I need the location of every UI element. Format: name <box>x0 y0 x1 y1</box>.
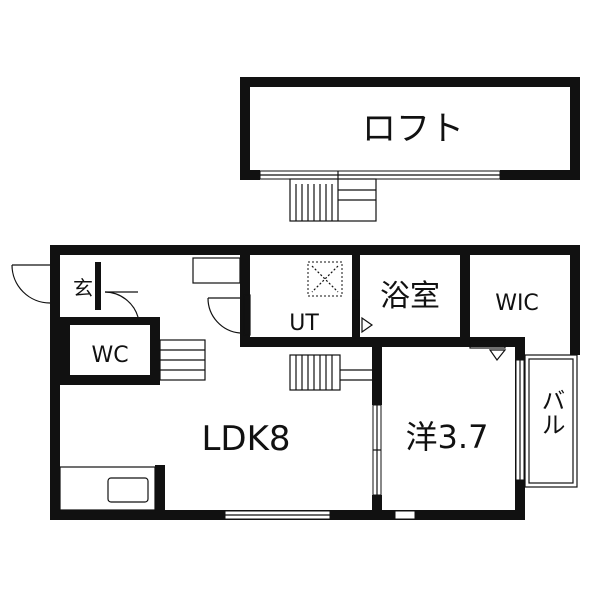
loft-room <box>240 77 580 222</box>
western-room-label: 洋3.7 <box>406 418 489 456</box>
sink-icon <box>107 477 149 503</box>
wic-label: WIC <box>495 291 539 316</box>
washer-icon <box>307 261 343 297</box>
balcony <box>524 354 578 488</box>
stairs <box>159 339 372 391</box>
interior-walls <box>60 255 525 515</box>
doors <box>11 257 507 362</box>
windows <box>224 359 525 520</box>
balcony-label: バル <box>537 388 565 436</box>
bath-label: 浴室 <box>380 279 440 314</box>
entrance-label: 玄 <box>73 276 93 300</box>
wc-label: WC <box>91 343 128 368</box>
ut-label: UT <box>289 311 319 336</box>
loft-label: ロフト <box>362 109 464 149</box>
fixtures <box>59 261 343 511</box>
ldk-label: LDK8 <box>201 419 290 459</box>
room-labels: ロフト 玄 WC LDK8 UT 浴室 WIC 洋3.7 バル <box>73 109 565 459</box>
